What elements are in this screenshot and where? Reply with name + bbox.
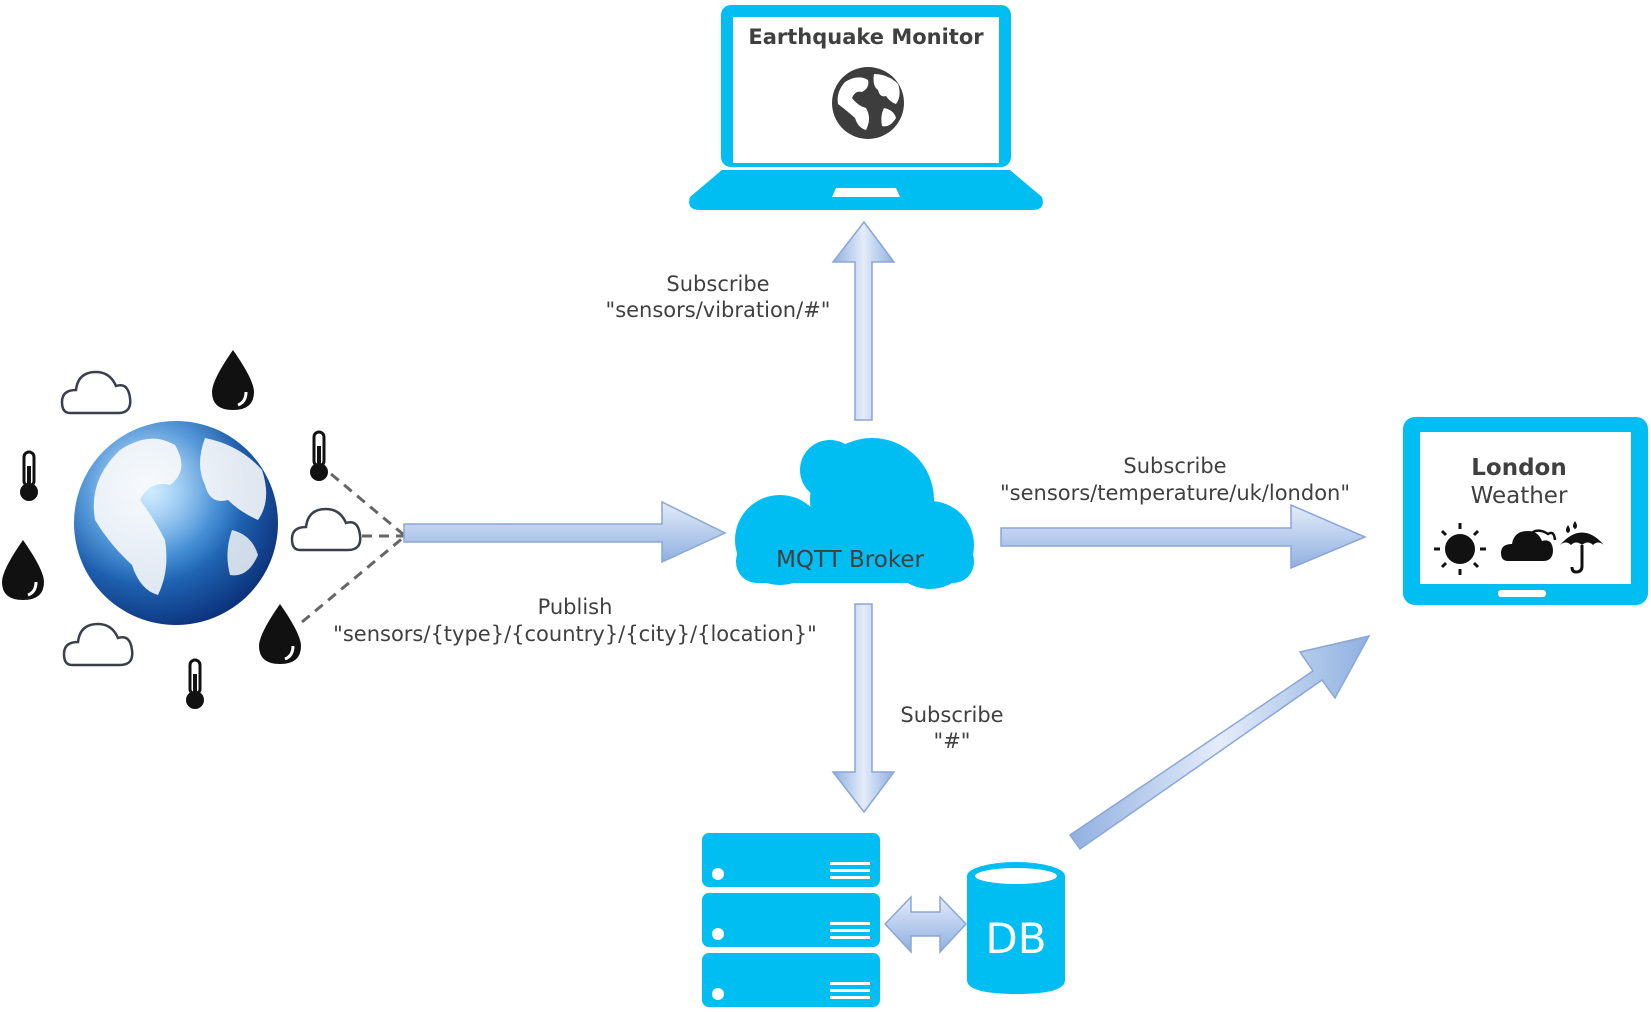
cloud-outline-icon — [60, 370, 132, 415]
tablet-subtitle: Weather — [1471, 483, 1568, 509]
globe-icon — [832, 67, 904, 139]
thermometer-icon — [186, 658, 204, 709]
subscribe-all-arrow — [831, 603, 896, 814]
tablet-home-button — [1498, 590, 1546, 597]
edge-label-line: Publish — [538, 595, 613, 619]
edge-label-subscribe-temperature: Subscribe "sensors/temperature/uk/london… — [1000, 454, 1350, 505]
tablet-london-weather: London Weather — [1403, 417, 1648, 605]
edge-label-line: "sensors/{type}/{country}/{city}/{locati… — [333, 622, 817, 646]
laptop-earthquake-monitor: Earthquake Monitor — [689, 5, 1043, 210]
edge-label-line: "sensors/vibration/#" — [606, 298, 831, 322]
raindrop-icon — [2, 540, 44, 600]
cloud-outline-icon — [290, 507, 362, 552]
earth-globe-icon — [74, 421, 278, 625]
publish-arrow — [403, 500, 727, 564]
database-label: DB — [985, 914, 1046, 963]
sun-icon — [1434, 523, 1486, 575]
server-unit — [702, 833, 880, 887]
edge-label-line: "sensors/temperature/uk/london" — [1000, 481, 1350, 505]
edge-label-line: Subscribe — [1123, 454, 1226, 478]
db-to-tablet-arrow — [1068, 634, 1371, 851]
cloud-outline-icon — [62, 622, 134, 667]
edge-label-publish: Publish "sensors/{type}/{country}/{city}… — [333, 595, 817, 646]
server-unit — [702, 953, 880, 1007]
edge-label-subscribe-all: Subscribe "#" — [900, 703, 1003, 753]
raindrop-icon — [212, 350, 254, 410]
server-db-double-arrow — [883, 895, 968, 954]
edge-label-line: "#" — [934, 729, 971, 753]
mqtt-broker-cloud: MQTT Broker — [735, 438, 974, 589]
thermometer-icon — [20, 450, 38, 501]
sensor-dashed-lines — [301, 472, 405, 624]
subscribe-temperature-arrow — [1000, 503, 1367, 570]
edge-label-line: Subscribe — [666, 272, 769, 296]
subscribe-vibration-arrow — [831, 220, 896, 421]
raindrop-icon — [259, 604, 301, 664]
database-cylinder: DB — [967, 862, 1065, 994]
tablet-title: London — [1471, 455, 1566, 481]
cloud-icon — [1501, 529, 1557, 561]
server-stack — [702, 833, 880, 1007]
umbrella-rain-icon — [1560, 521, 1604, 574]
edge-label-subscribe-vibration: Subscribe "sensors/vibration/#" — [606, 272, 831, 322]
edge-label-line: Subscribe — [900, 703, 1003, 727]
laptop-title: Earthquake Monitor — [748, 25, 984, 49]
laptop-trackpad — [832, 188, 900, 197]
thermometer-icon — [310, 430, 328, 481]
broker-label: MQTT Broker — [776, 547, 924, 573]
server-unit — [702, 893, 880, 947]
